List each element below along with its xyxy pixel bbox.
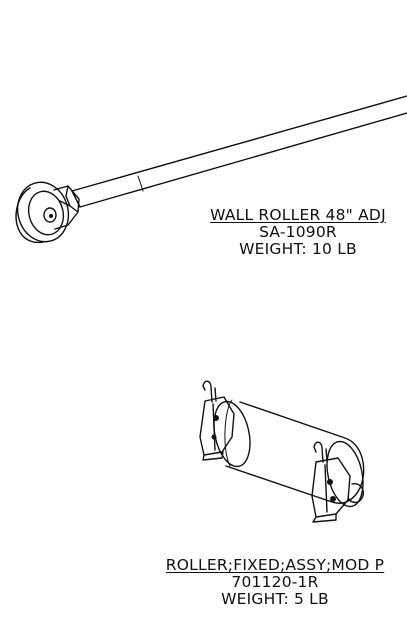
fixed-roller-title: ROLLER;FIXED;ASSY;MOD P (165, 556, 385, 574)
wall-roller-part-number: SA-1090R (259, 223, 337, 241)
wall-roller-wheel (16, 181, 70, 243)
wall-roller-weight: WEIGHT: 10 LB (239, 240, 357, 258)
wall-roller-bar (71, 95, 407, 208)
wall-roller-title: WALL ROLLER 48" ADJ (210, 206, 386, 224)
wall-roller-bracket (53, 185, 80, 230)
fixed-roller-caption: ROLLER;FIXED;ASSY;MOD P 701120-1R WEIGHT… (140, 557, 407, 608)
fixed-roller-illustration (199, 380, 365, 523)
right-bracket (311, 441, 364, 523)
wall-roller-illustration (15, 95, 407, 244)
wall-roller-caption: WALL ROLLER 48" ADJ SA-1090R WEIGHT: 10 … (186, 207, 407, 258)
fixed-roller-cylinder (225, 401, 365, 504)
fixed-roller-part-number: 701120-1R (231, 573, 319, 591)
left-bracket (199, 380, 235, 461)
fixed-roller-weight: WEIGHT: 5 LB (221, 590, 329, 608)
